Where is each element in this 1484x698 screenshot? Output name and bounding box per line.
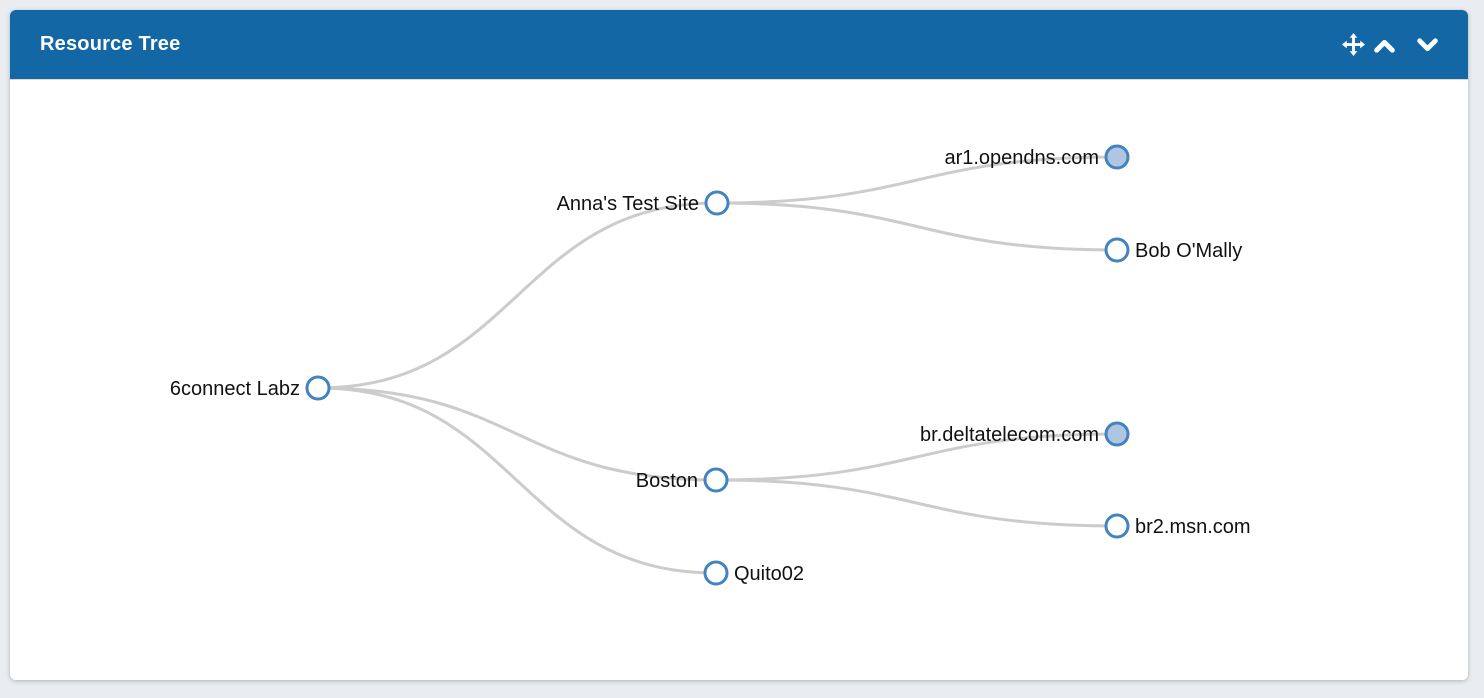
tree-node-label-boston[interactable]: Boston (636, 470, 698, 492)
tree-node-label-anna[interactable]: Anna's Test Site (557, 193, 699, 215)
resource-tree-panel: Resource Tree 6connect Labz Anna's Test S… (10, 10, 1468, 680)
chevron-up-icon[interactable] (1374, 37, 1395, 53)
tree-node-label-root[interactable]: 6connect Labz (170, 378, 300, 400)
tree-link-anna-bob (716, 201, 1118, 252)
tree-node-label-ar1[interactable]: ar1.opendns.com (944, 147, 1099, 169)
tree-link-boston-br2 (715, 478, 1118, 528)
tree-node-label-quito[interactable]: Quito02 (734, 563, 804, 585)
tree-link-boston-brdelta (715, 432, 1118, 482)
tree-node-circle-br2[interactable] (1104, 513, 1130, 539)
tree-node-circle-bob[interactable] (1104, 237, 1130, 263)
tree-node-circle-boston[interactable] (703, 467, 729, 493)
panel-title: Resource Tree (40, 33, 181, 55)
tree-node-circle-anna[interactable] (704, 190, 730, 216)
tree-node-label-br2[interactable]: br2.msn.com (1135, 516, 1251, 538)
panel-header: Resource Tree (10, 10, 1468, 79)
tree-link-anna-ar1 (716, 155, 1118, 205)
tree-node-label-bob[interactable]: Bob O'Mally (1135, 240, 1242, 262)
tree-node-label-brdelta[interactable]: br.deltatelecom.com (920, 424, 1099, 446)
resource-tree-svg: 6connect Labz Anna's Test SiteBostonQuito… (170, 144, 1251, 586)
tree-node-circle-quito[interactable] (703, 560, 729, 586)
chevron-down-icon[interactable] (1417, 37, 1438, 53)
move-icon[interactable] (1342, 33, 1365, 56)
tree-node-circle-root[interactable] (305, 375, 331, 401)
panel-controls (1333, 33, 1438, 56)
tree-node-circle-ar1[interactable] (1104, 144, 1130, 170)
tree-link-root-boston (317, 386, 717, 482)
tree-link-root-anna (317, 201, 718, 390)
tree-node-circle-brdelta[interactable] (1104, 421, 1130, 447)
tree-link-root-quito (317, 386, 717, 575)
